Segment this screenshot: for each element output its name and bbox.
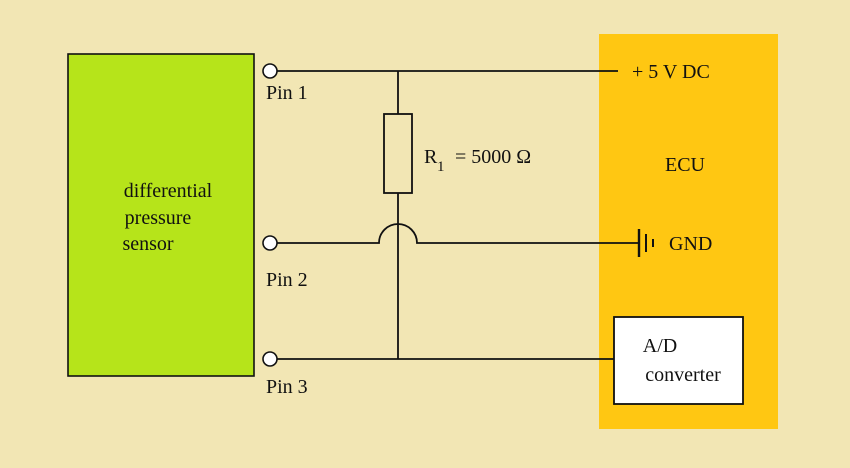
pin3-terminal bbox=[262, 351, 278, 367]
pin1-label: Pin 1 bbox=[266, 82, 308, 104]
resistor-symbol: R bbox=[424, 146, 438, 168]
sensor-label-line1: differential bbox=[124, 180, 213, 202]
resistor-subscript: 1 bbox=[437, 159, 445, 175]
adc-label-line1: A/D bbox=[643, 335, 677, 357]
resistor-r1 bbox=[383, 113, 413, 194]
sensor-block bbox=[67, 53, 255, 377]
adc-label-line2: converter bbox=[645, 364, 721, 386]
sensor-label-line2: pressure bbox=[125, 207, 192, 229]
resistor-value: = 5000 Ω bbox=[455, 146, 531, 168]
pin2-terminal bbox=[262, 235, 278, 251]
supply-label: + 5 V DC bbox=[632, 61, 710, 83]
adc-block bbox=[613, 316, 744, 405]
pin2-label: Pin 2 bbox=[266, 269, 308, 291]
sensor-label-line3: sensor bbox=[122, 233, 173, 255]
wires bbox=[277, 70, 638, 360]
pin3-label: Pin 3 bbox=[266, 376, 308, 398]
ground-symbol-icon bbox=[637, 229, 654, 257]
pin1-terminal bbox=[262, 63, 278, 79]
ground-label: GND bbox=[669, 233, 712, 255]
ecu-label: ECU bbox=[665, 154, 706, 176]
ground-wire bbox=[277, 223, 638, 244]
